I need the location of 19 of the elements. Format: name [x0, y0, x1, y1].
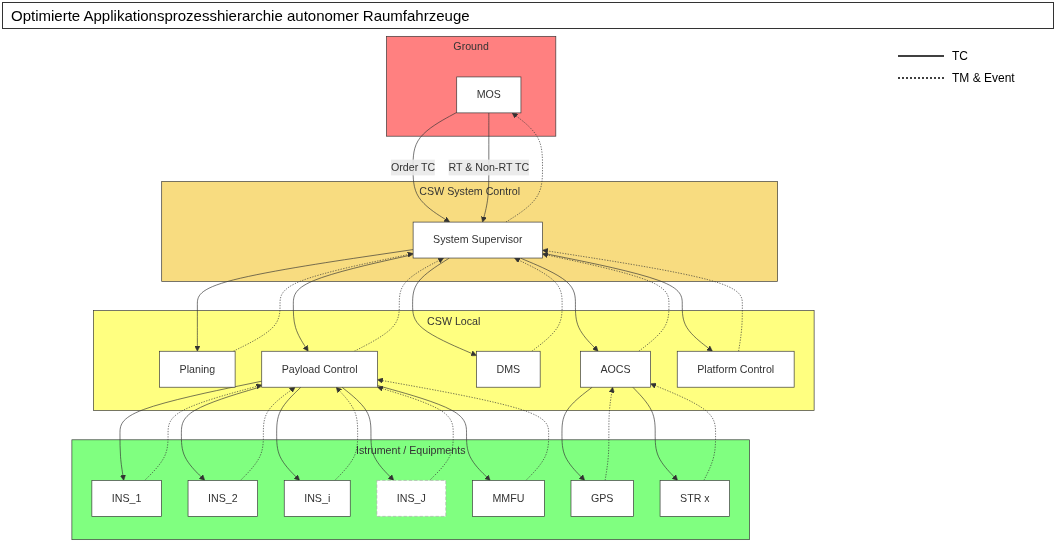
node-box: MOS: [456, 76, 522, 114]
node-box: Payload Control: [261, 350, 378, 388]
node-box: DMS: [476, 350, 541, 388]
edge-label: Order TC: [390, 161, 436, 173]
legend-text: TC: [952, 49, 968, 63]
node-box: INS_i: [283, 480, 351, 517]
legend-text: TM & Event: [952, 71, 1015, 85]
node-box: System Supervisor: [412, 221, 543, 259]
edge-label: RT & Non-RT TC: [448, 161, 530, 173]
node-box: MMFU: [472, 480, 545, 517]
node-box: STR x: [659, 480, 730, 517]
node-box: INS_1: [91, 480, 162, 517]
node-box: Planing: [159, 350, 236, 388]
node-box: Platform Control: [676, 350, 795, 388]
node-box: GPS: [570, 480, 634, 517]
node-box: INS_J: [376, 480, 447, 517]
node-box: INS_2: [187, 480, 258, 517]
diagram-title: Optimierte Applikationsprozesshierarchie autonomer Raumfahrzeuge: [2, 2, 1054, 29]
node-box: AOCS: [580, 350, 651, 388]
